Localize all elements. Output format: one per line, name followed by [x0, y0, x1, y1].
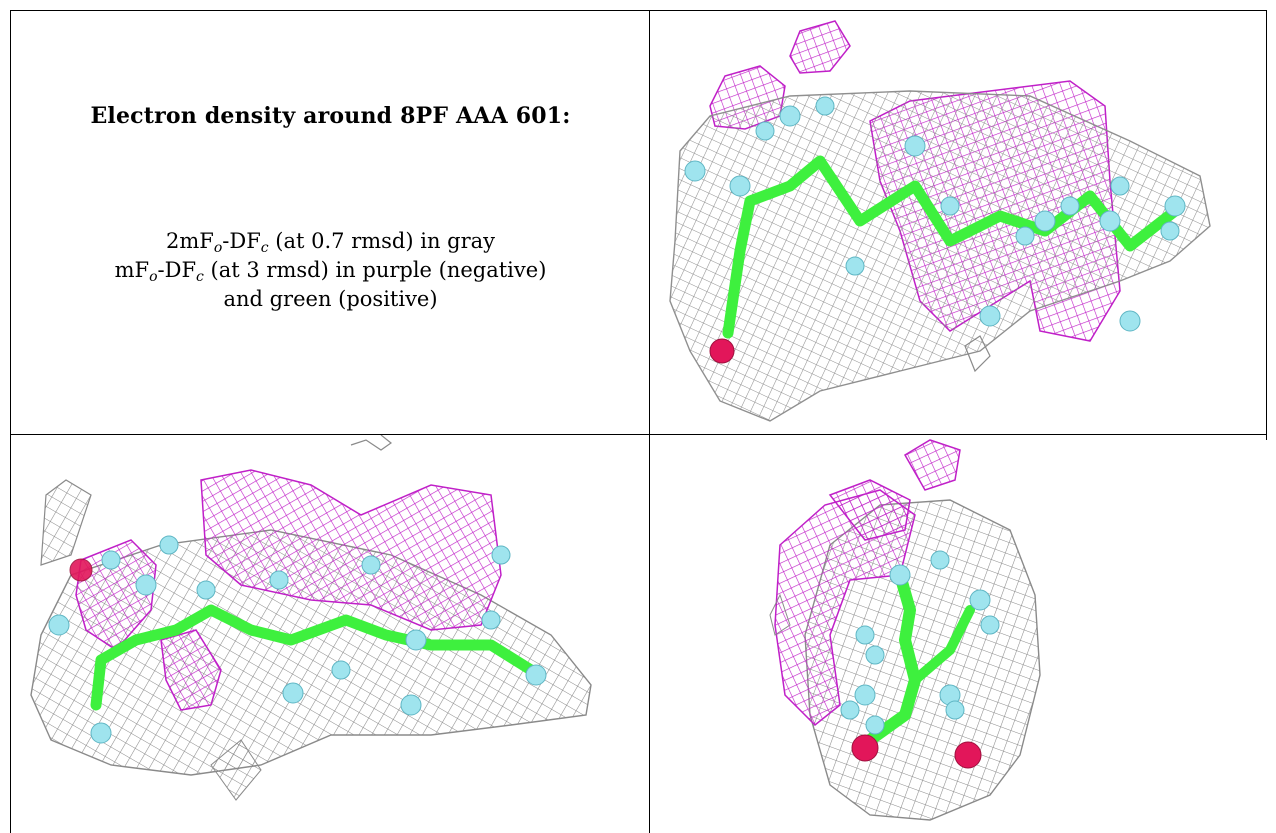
legend-line-purple: mFo-DFc (at 3 rmsd) in purple (negative): [114, 258, 547, 285]
view-top-right: [650, 11, 1266, 434]
table-border-right: [1266, 10, 1267, 440]
legend-text: 2mFo-DFc (at 0.7 rmsd) in gray mFo-DFc (…: [11, 227, 649, 314]
text-cell: Electron density around 8PF AAA 601: 2mF…: [11, 11, 649, 434]
legend-line-gray: 2mFo-DFc (at 0.7 rmsd) in gray: [165, 229, 496, 256]
figure-title: Electron density around 8PF AAA 601:: [90, 103, 571, 129]
table-divider-horizontal: [10, 434, 1267, 435]
view-bottom-left: [11, 435, 649, 833]
table-border-top: [10, 10, 1267, 11]
view-bottom-right: [650, 435, 1266, 833]
table-divider-vertical: [649, 10, 650, 833]
table-border-left: [10, 10, 11, 833]
legend-line-green: and green (positive): [223, 287, 438, 311]
density-view-3-icon: [769, 439, 1041, 821]
density-view-1-icon: [669, 20, 1211, 422]
density-view-2-icon: [30, 435, 592, 801]
